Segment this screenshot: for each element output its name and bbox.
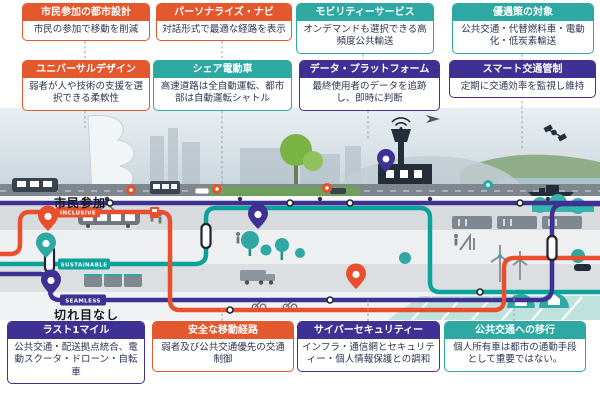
badge-inclusive: INCLUSIVE	[56, 206, 100, 218]
callout-title: ラスト1マイル	[8, 322, 144, 339]
callout-title: スマート交通管制	[450, 61, 595, 78]
callout-universal-design: ユニバーサルデザイン 弱者が人や技術の支援を選択できる柔軟性	[22, 60, 150, 111]
callout-incentive-target: 優遇策の対象 公共交通・代替燃料車・電動化・低炭素輸送	[452, 3, 594, 54]
callout-body: オンデマンドも選択できる高頻度公共輸送	[303, 24, 427, 48]
cargo-containers	[452, 216, 582, 229]
callout-safe-routes: 安全な移動経路 弱者及び公共交通優先の交通制御	[152, 321, 294, 372]
city-illustration: INCLUSIVE SUSTAINABLE SEAMLESS	[0, 108, 600, 321]
callout-body: 定期に交通効率を監視し維持	[460, 81, 585, 92]
big-tree	[280, 134, 323, 186]
callout-title: データ・プラットフォーム	[300, 61, 439, 78]
badge-sustainable: SUSTAINABLE	[58, 258, 110, 270]
map-pin-orange-icon	[38, 205, 58, 231]
airplane-icon	[426, 115, 440, 123]
badge-sustainable-label: SUSTAINABLE	[61, 262, 108, 268]
playground-icon	[459, 232, 475, 251]
train-icon	[12, 178, 58, 192]
callout-citizen-urban-design: 市民参加の都市設計 市民の参加で移動を削減	[22, 3, 150, 42]
route-teal	[0, 205, 600, 295]
callout-body: 対話形式で最適な経路を表示	[162, 24, 286, 35]
callout-shared-ev: シェア電動車 高速道路は全自動運転、都市部は自動運転シャトル	[153, 60, 292, 111]
callout-title: パーソナライズ・ナビ	[157, 4, 291, 21]
station-dots	[106, 199, 524, 314]
callout-body: 個人所有車は都市の通勤手段として重要ではない。	[453, 342, 577, 366]
car-icon	[330, 188, 346, 194]
map-pin-purple-icon	[41, 269, 61, 295]
callout-title: 市民参加の都市設計	[23, 4, 149, 21]
callout-mobility-service: モビリティーサービス オンデマンドも選択できる高頻度公共輸送	[296, 3, 434, 54]
truck-icon	[240, 270, 275, 285]
wind-turbine-icon	[490, 245, 528, 282]
bus-icon	[150, 181, 180, 194]
callout-body: インフラ・通信網とセキュリティー・個人情報保護との調和	[302, 342, 435, 366]
callout-body: 公共交通・代替燃料車・電動化・低炭素輸送	[461, 24, 585, 48]
mini-train-icon	[84, 274, 142, 287]
map-pin-purple-city-icon	[377, 149, 395, 172]
control-tower-icon	[378, 129, 432, 184]
label-seamless-jp: 切れ目なし	[54, 308, 120, 322]
callout-title: サイバーセキュリティー	[298, 322, 439, 339]
status-chips	[126, 180, 493, 195]
callout-title: モビリティーサービス	[297, 4, 433, 21]
callout-smart-traffic-control: スマート交通管制 定期に交通効率を監視し維持	[449, 60, 596, 99]
exit-sign-glyph	[152, 209, 157, 212]
callout-title: 公共交通への移行	[445, 322, 585, 339]
divider	[0, 196, 600, 203]
callout-personalized-navi: パーソナライズ・ナビ 対話形式で最適な経路を表示	[156, 3, 292, 42]
callout-body: 高速道路は全自動運転、都市部は自動運転シャトル	[160, 81, 285, 105]
callout-title: ユニバーサルデザイン	[23, 61, 149, 78]
badge-seamless: SEAMLESS	[60, 294, 106, 306]
callout-body: 公共交通・配送拠点統合、電動スクータ・ドローン・自転車	[14, 342, 138, 378]
callout-title: 優遇策の対象	[453, 4, 593, 21]
map-pin-teal-icon	[36, 232, 56, 258]
callout-body: 最終使用者のデータを追跡し、即時に判断	[312, 81, 427, 105]
label-citizen-participation: 市民参加	[54, 196, 107, 210]
callout-body: 弱者が人や技術の支援を選択できる柔軟性	[28, 81, 143, 105]
callout-last-mile: ラスト1マイル 公共交通・配送拠点統合、電動スクータ・ドローン・自転車	[7, 321, 145, 385]
callout-body: 市民の参加で移動を削減	[33, 24, 139, 35]
map-pin-purple-mid-icon	[248, 203, 268, 229]
satellite-icon	[543, 124, 567, 142]
callout-shift-to-public-transit: 公共交通への移行 個人所有車は都市の通勤手段として重要ではない。	[444, 321, 586, 372]
green-median	[210, 186, 360, 196]
exit-sign-icon	[150, 207, 159, 218]
wifi-icon	[391, 117, 411, 130]
callout-title: 安全な移動経路	[153, 322, 293, 339]
car-icon	[194, 187, 210, 195]
badge-seamless-label: SEAMLESS	[65, 298, 101, 304]
map-pin-orange-right-icon	[346, 263, 366, 289]
divider-dots	[104, 196, 551, 202]
callout-data-platform: データ・プラットフォーム 最終使用者のデータを追跡し、即時に判断	[299, 60, 440, 111]
badge-inclusive-label: INCLUSIVE	[60, 210, 96, 216]
callout-title: シェア電動車	[154, 61, 291, 78]
callout-body: 弱者及び公共交通優先の交通制御	[161, 342, 285, 366]
callout-cyber-security: サイバーセキュリティー インフラ・通信網とセキュリティー・個人情報保護との調和	[297, 321, 440, 372]
car-icon	[574, 264, 591, 271]
route-orange	[0, 209, 600, 313]
